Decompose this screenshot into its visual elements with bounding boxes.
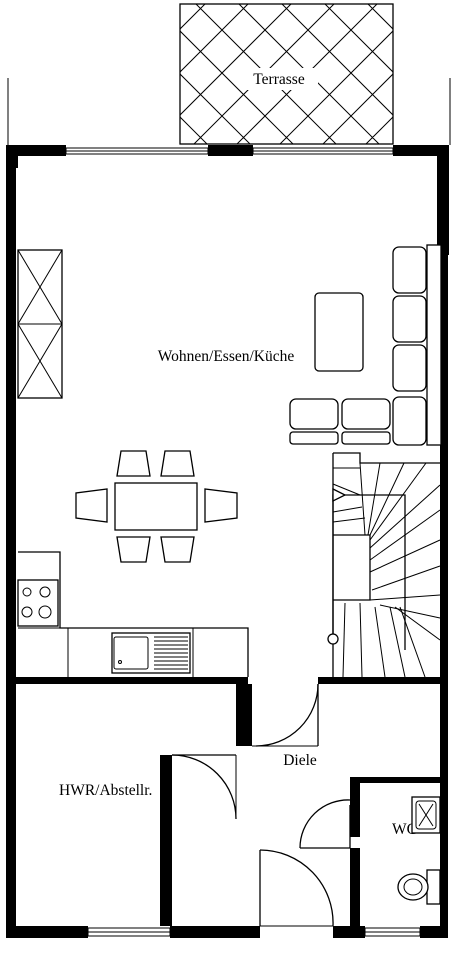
dining-chair [204,488,238,523]
utility-room-label: HWR/Abstellr. [59,782,152,799]
stair-step [399,606,426,678]
stair-step [342,602,346,678]
exterior-walls [6,145,449,938]
wc-label: WC [392,821,417,838]
door-wc [299,799,351,849]
door-living-room [252,683,319,747]
stair-step [332,517,366,523]
sofa-cushion [289,398,339,430]
wash-basin [411,796,441,834]
coffee-table [314,292,364,372]
sofa-group [289,244,442,446]
front-door [259,849,334,927]
interior-walls [16,677,440,926]
windows [65,147,421,937]
stair-step [332,483,361,496]
stair-arrow [332,487,347,503]
stair-step [367,462,381,536]
sofa-corner-cushion [392,396,427,446]
kitchen-sink [111,632,191,674]
terrace: Terrasse [179,3,394,145]
stair-step [374,606,386,678]
dining-chair [116,536,151,563]
stair-step [369,462,427,541]
stair-step [369,462,405,536]
stair-step [379,604,441,619]
hallway-label: Diele [283,752,317,769]
dining-chair [160,536,195,563]
dining-set [75,450,238,563]
sofa-cushion [392,295,427,343]
sofa-cushion [392,344,427,392]
sofa-back-bottom [341,431,391,445]
wc-fixtures: WC [392,796,441,905]
stair-walkline [332,494,406,650]
terrace-outline [179,3,394,145]
sofa-back-bottom [289,431,339,445]
stair-step [332,506,363,513]
terrace-label: Terrasse [253,71,305,88]
stair-step [359,602,363,678]
dining-chair [116,450,151,477]
stove [17,579,59,627]
stair-step [371,565,441,591]
kitchen [17,551,249,677]
dining-table [114,482,198,531]
stair-step [394,606,441,641]
sofa-back [426,244,442,446]
stair-start-marker [327,633,339,645]
door-utility-room [171,754,237,820]
staircase [327,452,441,678]
sofa-cushion [341,398,391,430]
stair-step [389,606,406,678]
dining-chair [75,488,108,523]
terrace-label-bg [240,68,318,90]
doors [171,683,351,927]
stair-step [359,462,366,536]
sofa-cushion [392,246,427,294]
dining-chair [160,450,195,477]
toilet [397,869,441,905]
living-area-label: Wohnen/Essen/Küche [158,348,295,365]
wall-cabinet [17,249,63,399]
